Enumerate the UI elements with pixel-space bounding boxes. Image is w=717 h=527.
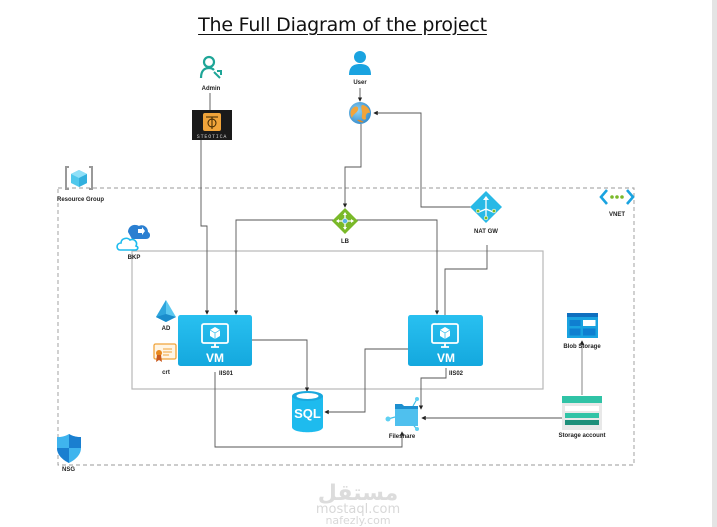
storage-label: Storage account	[558, 433, 605, 439]
blob-storage-icon[interactable]	[567, 313, 598, 338]
connector-vm2-fileshare	[418, 368, 447, 410]
subnet-boundary	[131, 250, 544, 390]
resource-group-label: Resource Group	[57, 197, 104, 203]
backup-cloud-icon	[116, 224, 151, 251]
vnet-icon	[599, 189, 635, 205]
resource-group-boundary	[57, 187, 635, 466]
connector-natgw-vm2	[444, 245, 488, 315]
storage-account-icon[interactable]	[562, 396, 602, 430]
fileshare-label: Fileshare	[389, 434, 416, 440]
vm2-label: IIS02	[449, 371, 464, 377]
watermark: مستقل mostaql.com nafezly.com	[316, 481, 400, 527]
connector-lb-vm2	[356, 219, 440, 315]
ad-label: AD	[162, 326, 171, 332]
admin-user-icon[interactable]	[199, 55, 222, 79]
connector-vm1-sql	[252, 339, 310, 392]
nsg-shield-icon	[57, 434, 81, 463]
connector-vm2-sql	[324, 348, 408, 415]
vm2-text: VM	[437, 351, 455, 365]
lb-label: LB	[341, 239, 350, 245]
load-balancer-icon[interactable]	[332, 208, 358, 234]
vm-icon	[431, 323, 459, 348]
page-edge-strip	[712, 0, 717, 527]
connector-bastion-vm1	[200, 140, 210, 315]
bastion-icon[interactable]: STEOTICA	[192, 110, 232, 140]
bkp-label: BKP	[128, 255, 141, 261]
vnet-label: VNET	[609, 212, 625, 218]
globe-icon[interactable]	[349, 102, 371, 124]
vm1-node[interactable]: VM	[178, 315, 252, 366]
connector-globe-lb	[342, 124, 362, 208]
certificate-icon	[153, 343, 177, 362]
nsg-label: NSG	[62, 467, 75, 473]
vm1-text: VM	[206, 351, 224, 365]
watermark-line1: mostaql.com	[316, 502, 400, 517]
vm1-label: IIS01	[219, 371, 234, 377]
resource-group-icon	[65, 166, 93, 190]
connector-vm1-fileshare	[214, 372, 405, 448]
natgw-label: NAT GW	[474, 229, 498, 235]
bastion-caption: STEOTICA	[197, 134, 227, 140]
crt-label: crt	[162, 370, 170, 376]
connector-natgw-globe	[373, 110, 474, 208]
vm2-node[interactable]: VM	[408, 315, 483, 366]
watermark-line2: nafezly.com	[325, 514, 390, 527]
vm-icon	[201, 323, 229, 348]
active-directory-icon	[156, 300, 176, 322]
nat-gateway-icon[interactable]	[470, 191, 502, 223]
connector-lb-vm1	[233, 219, 335, 315]
fileshare-icon[interactable]	[385, 397, 420, 431]
page-title: The Full Diagram of the project	[198, 14, 487, 36]
sql-text: SQL	[294, 406, 321, 421]
watermark-arabic: مستقل	[318, 481, 398, 506]
admin-label: Admin	[202, 86, 221, 92]
user-label: User	[353, 80, 367, 86]
sql-database-icon[interactable]: SQL	[292, 391, 323, 433]
user-icon[interactable]	[349, 51, 371, 75]
blob-label: Blob Storage	[563, 344, 601, 350]
